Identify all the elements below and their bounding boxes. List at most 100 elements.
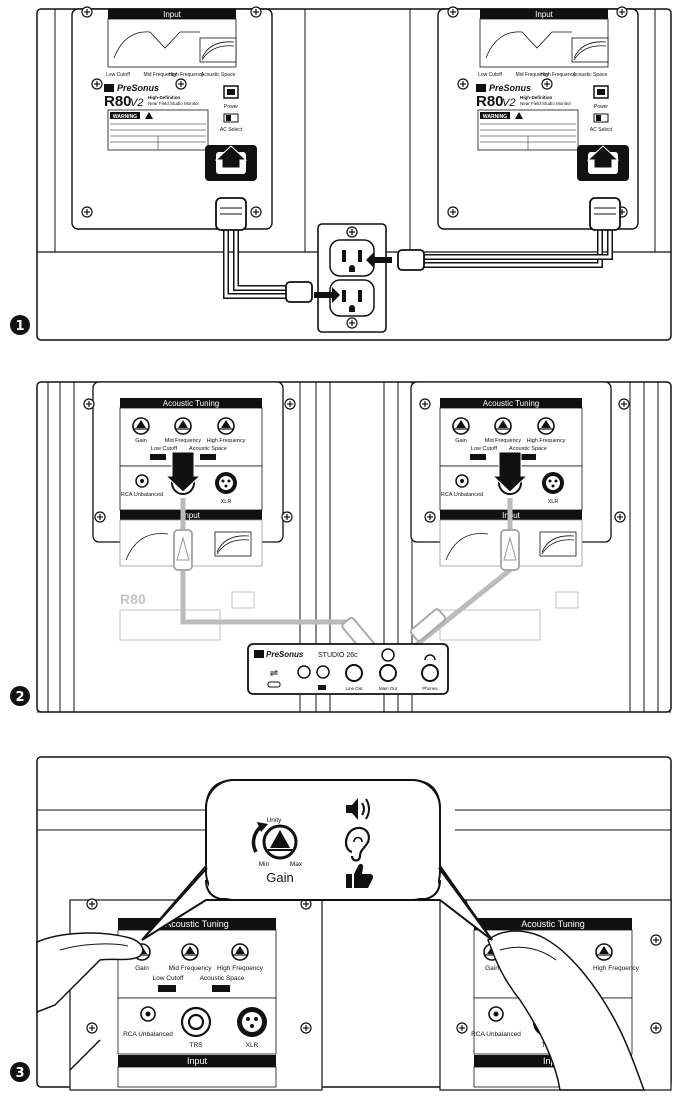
svg-text:Power: Power xyxy=(224,104,239,110)
plus-screw-icon xyxy=(616,6,628,18)
mid-frequency-knob xyxy=(174,417,192,435)
svg-text:Low Cutoff: Low Cutoff xyxy=(106,72,130,78)
high-frequency-knob xyxy=(217,417,235,435)
step-1-badge: 1 xyxy=(10,315,30,335)
svg-text:High-Definition: High-Definition xyxy=(148,95,180,100)
plus-screw-icon xyxy=(447,206,459,218)
svg-text:3: 3 xyxy=(15,1066,24,1081)
svg-text:Acoustic Space: Acoustic Space xyxy=(200,975,245,982)
svg-text:WARNING: WARNING xyxy=(113,114,137,120)
audio-interface: PreSonus STUDIO 26c ⇌ Line Out Main Out … xyxy=(247,643,449,695)
svg-text:RCA Unbalanced: RCA Unbalanced xyxy=(121,492,163,498)
brand-logo: PreSonus xyxy=(117,83,159,93)
plus-screw-icon xyxy=(447,6,459,18)
svg-text:Main Out: Main Out xyxy=(379,686,398,691)
svg-text:V2: V2 xyxy=(130,97,143,109)
svg-text:Input: Input xyxy=(187,1056,208,1066)
svg-text:Gain: Gain xyxy=(135,965,149,972)
power-plug-icon xyxy=(285,281,313,303)
svg-text:Input: Input xyxy=(535,10,554,19)
plus-screw-icon xyxy=(457,78,469,90)
svg-text:Mid Frequency: Mid Frequency xyxy=(515,72,549,78)
svg-text:Phones: Phones xyxy=(422,686,438,691)
svg-text:Acoustic Space: Acoustic Space xyxy=(509,446,547,452)
headphones-icon xyxy=(424,654,436,661)
step-3-badge: 3 xyxy=(10,1062,30,1082)
svg-text:High-Definition: High-Definition xyxy=(520,95,552,100)
plus-screw-icon xyxy=(81,206,93,218)
svg-text:Input: Input xyxy=(182,511,201,520)
svg-text:Acoustic Tuning: Acoustic Tuning xyxy=(163,399,219,408)
thumbs-up-icon xyxy=(346,863,374,888)
power-plug-icon xyxy=(397,249,425,271)
svg-text:STUDIO 26c: STUDIO 26c xyxy=(318,652,358,659)
svg-text:Acoustic Tuning: Acoustic Tuning xyxy=(521,919,585,929)
monitor-right-rear-panel: Input Low Cutoff Mid Frequency High Freq… xyxy=(437,6,639,230)
svg-text:Low Cutoff: Low Cutoff xyxy=(471,446,498,452)
svg-text:Unity: Unity xyxy=(267,817,283,824)
svg-text:Acoustic Space: Acoustic Space xyxy=(573,72,608,78)
svg-text:Near Field Studio Monitor: Near Field Studio Monitor xyxy=(148,101,200,106)
step-2-badge: 2 xyxy=(10,686,30,706)
svg-text:R80: R80 xyxy=(476,93,504,110)
svg-text:Mid Frequency: Mid Frequency xyxy=(485,438,522,444)
gain-callout-bubble: Unity Min Max Gain xyxy=(141,779,493,941)
plus-screw-icon xyxy=(175,78,187,90)
svg-text:Mid Frequency: Mid Frequency xyxy=(143,72,177,78)
svg-text:High Frequency: High Frequency xyxy=(207,438,246,444)
left-acoustic-tuning-panel: Acoustic Tuning Gain Mid Frequency High … xyxy=(119,398,263,567)
faded-monitor-detail: R80 xyxy=(119,591,579,641)
panel3-left-tuning: Acoustic Tuning Gain Mid Frequency High … xyxy=(117,918,277,1088)
svg-text:Acoustic Space: Acoustic Space xyxy=(201,72,236,78)
svg-text:XLR: XLR xyxy=(246,1042,259,1049)
input-title: Input xyxy=(163,10,182,19)
svg-text:Mid Frequency: Mid Frequency xyxy=(169,965,213,972)
svg-text:RCA Unbalanced: RCA Unbalanced xyxy=(441,492,483,498)
speaker-volume-icon xyxy=(346,798,370,820)
power-cables xyxy=(215,197,621,303)
svg-text:Max: Max xyxy=(290,861,303,868)
ear-icon xyxy=(344,826,370,862)
svg-text:RCA Unbalanced: RCA Unbalanced xyxy=(123,1031,173,1038)
plus-screw-icon xyxy=(541,78,553,90)
svg-text:Near Field Studio Monitor: Near Field Studio Monitor xyxy=(520,101,572,106)
svg-text:Gain: Gain xyxy=(485,965,499,972)
svg-text:Mid Frequency: Mid Frequency xyxy=(165,438,202,444)
svg-text:Power: Power xyxy=(594,104,609,110)
svg-text:AC Select: AC Select xyxy=(590,127,613,133)
svg-text:WARNING: WARNING xyxy=(483,114,507,120)
svg-text:High Frequency: High Frequency xyxy=(217,965,264,972)
svg-text:R80: R80 xyxy=(120,591,146,607)
svg-text:AC Select: AC Select xyxy=(220,127,243,133)
svg-text:XLR: XLR xyxy=(221,499,232,505)
monitor-left-rear-panel: Input Low Cutoff Mid Frequency High Freq… xyxy=(71,6,273,230)
plus-screw-icon xyxy=(250,206,262,218)
usb-icon: ⇌ xyxy=(270,668,278,679)
plus-screw-icon xyxy=(81,6,93,18)
svg-text:Line Out: Line Out xyxy=(345,686,363,691)
svg-text:Gain: Gain xyxy=(135,438,147,444)
plus-screw-icon xyxy=(250,6,262,18)
svg-text:Low Cutoff: Low Cutoff xyxy=(478,72,502,78)
svg-text:XLR: XLR xyxy=(548,499,559,505)
svg-text:RCA Unbalanced: RCA Unbalanced xyxy=(471,1031,521,1038)
svg-text:Min: Min xyxy=(259,861,270,868)
svg-text:Acoustic Tuning: Acoustic Tuning xyxy=(483,399,539,408)
wall-outlet xyxy=(314,223,392,333)
panel-2-audio-connection: Acoustic Tuning Gain Mid Frequency High … xyxy=(10,381,672,713)
plus-screw-icon xyxy=(91,78,103,90)
svg-text:Low Cutoff: Low Cutoff xyxy=(151,446,178,452)
svg-text:Acoustic Space: Acoustic Space xyxy=(189,446,227,452)
svg-text:Acoustic Tuning: Acoustic Tuning xyxy=(165,919,229,929)
svg-text:High Frequency: High Frequency xyxy=(168,72,204,78)
right-hand xyxy=(487,930,646,1091)
panel-3-gain-adjustment: Acoustic Tuning Gain Mid Frequency High … xyxy=(10,756,672,1091)
svg-text:V2: V2 xyxy=(502,97,515,109)
svg-text:PreSonus: PreSonus xyxy=(489,83,531,93)
svg-text:High Frequency: High Frequency xyxy=(593,965,640,972)
svg-text:2: 2 xyxy=(15,690,24,705)
svg-text:TRS: TRS xyxy=(190,1042,204,1049)
svg-text:Low Cutoff: Low Cutoff xyxy=(153,975,184,982)
panel-1-power-connection: Input Low Cutoff Mid Frequency High Freq… xyxy=(10,6,672,341)
